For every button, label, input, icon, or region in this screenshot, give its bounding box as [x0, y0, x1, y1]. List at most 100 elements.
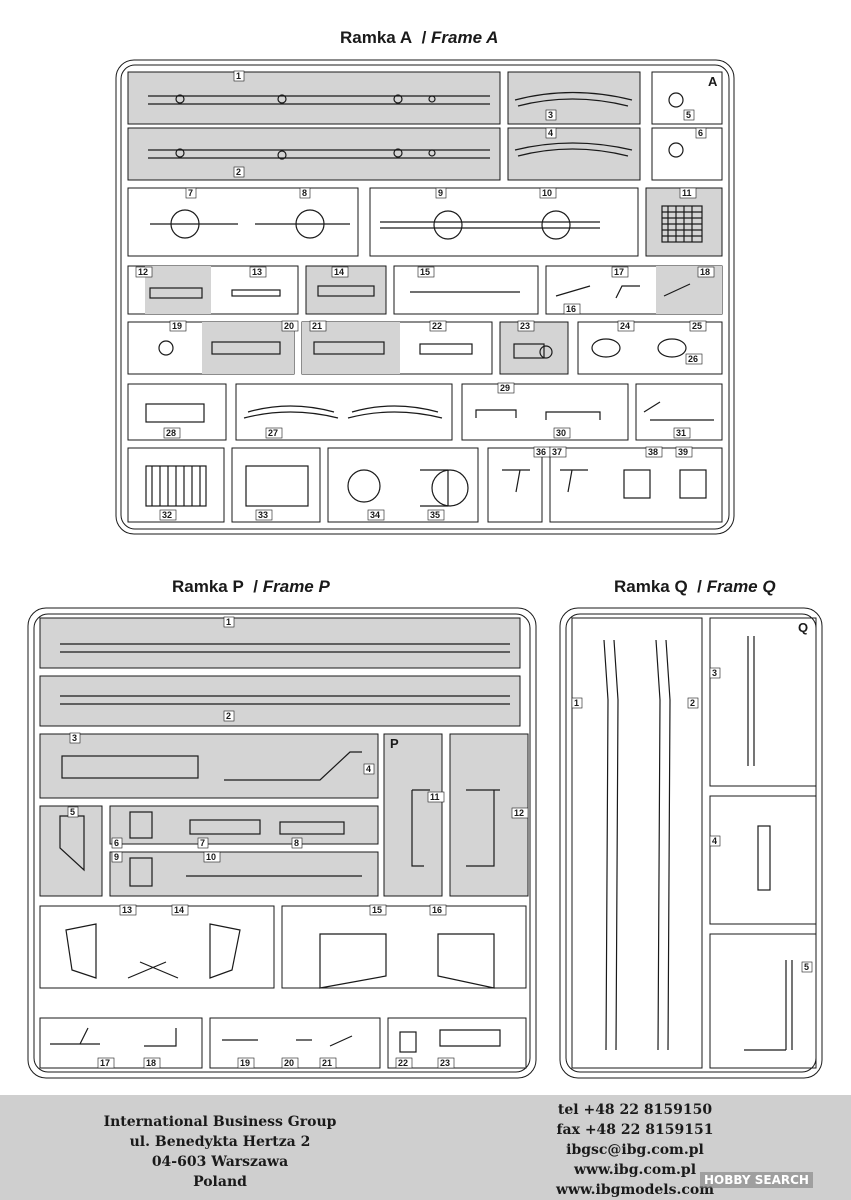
part-label-q-2: 2 [690, 698, 695, 708]
part-label-q-4: 4 [712, 836, 717, 846]
part-label-box [97, 1057, 115, 1069]
part-label-a-36: 36 [536, 447, 546, 457]
part-label-q-5: 5 [804, 962, 809, 972]
part-label-p-3: 3 [72, 733, 77, 743]
part-label-p-19: 19 [240, 1058, 250, 1068]
part-label-box [119, 904, 137, 916]
part-label-box [801, 961, 813, 973]
part-label-a-31: 31 [676, 428, 686, 438]
frame-a-inner [120, 64, 730, 530]
part-label-a-30: 30 [556, 428, 566, 438]
part-label-box [319, 1057, 337, 1069]
frame-q-parts [603, 636, 793, 1051]
website-link[interactable]: www.ibg.com.pl [573, 1162, 697, 1178]
part-label-box [159, 509, 177, 521]
part-label-a-39: 39 [678, 447, 688, 457]
part-label-a-3: 3 [548, 110, 553, 120]
part-label-p-2: 2 [226, 711, 231, 721]
part-label-box [549, 446, 567, 458]
part-label-box [369, 904, 387, 916]
part-label-box [709, 835, 721, 847]
part-label-p-14: 14 [174, 905, 184, 915]
frame-q-runner [559, 607, 823, 1079]
part-label-a-4: 4 [548, 128, 553, 138]
part-label-box [517, 320, 535, 332]
part-label-box [69, 732, 81, 744]
part-label-a-33: 33 [258, 510, 268, 520]
frame-a-title-pl: Ramka A [340, 28, 413, 47]
part-label-box [497, 382, 515, 394]
frame-q-title: Ramka Q / Frame Q [614, 577, 776, 596]
part-label-a-37: 37 [552, 447, 562, 457]
part-label-box [233, 70, 245, 82]
part-label-p-16: 16 [432, 905, 442, 915]
part-label-q-1: 1 [574, 698, 579, 708]
part-label-a-14: 14 [334, 267, 344, 277]
part-label-box [645, 446, 663, 458]
part-label-box [417, 266, 435, 278]
email-link[interactable]: ibgsc@ibg.com.pl [566, 1142, 704, 1158]
part-label-box [687, 697, 699, 709]
part-label-a-34: 34 [370, 510, 380, 520]
part-label-box [689, 320, 707, 332]
address-block: International Business Group ul. Benedyk… [90, 1112, 350, 1192]
part-label-box [697, 266, 715, 278]
frame-q-letter: Q [798, 620, 808, 635]
frame-q-cells [571, 617, 817, 1069]
part-label-box [429, 904, 447, 916]
part-label-a-13: 13 [252, 267, 262, 277]
part-label-box [563, 303, 581, 315]
part-label-box [281, 320, 299, 332]
part-label-box [309, 320, 327, 332]
part-label-a-27: 27 [268, 428, 278, 438]
part-label-a-12: 12 [138, 267, 148, 277]
part-label-a-1: 1 [236, 71, 241, 81]
part-label-a-5: 5 [686, 110, 691, 120]
part-label-box [427, 509, 445, 521]
part-label-p-13: 13 [122, 905, 132, 915]
part-label-p-17: 17 [100, 1058, 110, 1068]
frame-p-title-en: Frame P [262, 577, 330, 596]
part-label-p-10: 10 [206, 852, 216, 862]
part-label-box [233, 166, 245, 178]
part-label-box [437, 1057, 455, 1069]
part-label-p-6: 6 [114, 838, 119, 848]
part-label-p-18: 18 [146, 1058, 156, 1068]
sprue-diagram: A P Q 1234567891011121314151617181920212… [27, 59, 823, 1079]
part-label-box [255, 509, 273, 521]
part-label-box [143, 1057, 161, 1069]
frame-p-inner [33, 613, 531, 1073]
part-label-box [611, 266, 629, 278]
part-label-box [675, 446, 693, 458]
part-label-a-21: 21 [312, 321, 322, 331]
part-label-p-1: 1 [226, 617, 231, 627]
frame-q-inner [565, 613, 817, 1073]
part-label-box [281, 1057, 299, 1069]
part-label-a-38: 38 [648, 447, 658, 457]
part-label-a-18: 18 [700, 267, 710, 277]
frame-p-title-pl: Ramka P [172, 577, 244, 596]
frame-p-runner [27, 607, 537, 1079]
part-label-box [111, 851, 123, 863]
frame-a-title: Ramka A / Frame A [340, 28, 499, 47]
part-label-box [265, 427, 283, 439]
frame-a-runner [115, 59, 735, 535]
frame-p-parts [50, 643, 510, 1053]
part-label-a-22: 22 [432, 321, 442, 331]
part-label-p-20: 20 [284, 1058, 294, 1068]
part-label-a-28: 28 [166, 428, 176, 438]
part-label-a-20: 20 [284, 321, 294, 331]
part-label-a-32: 32 [162, 510, 172, 520]
part-label-a-25: 25 [692, 321, 702, 331]
frame-a-cells [127, 71, 723, 523]
part-label-q-3: 3 [712, 668, 717, 678]
watermark: HOBBY SEARCH [700, 1172, 813, 1188]
part-label-box [617, 320, 635, 332]
part-label-box [571, 697, 583, 709]
part-label-a-26: 26 [688, 354, 698, 364]
website-link-2[interactable]: www.ibgmodels.com [555, 1182, 715, 1198]
fax: fax +48 22 8159151 [556, 1122, 714, 1138]
frame-q-part-labels: 1 2 3 4 5 [571, 667, 813, 973]
